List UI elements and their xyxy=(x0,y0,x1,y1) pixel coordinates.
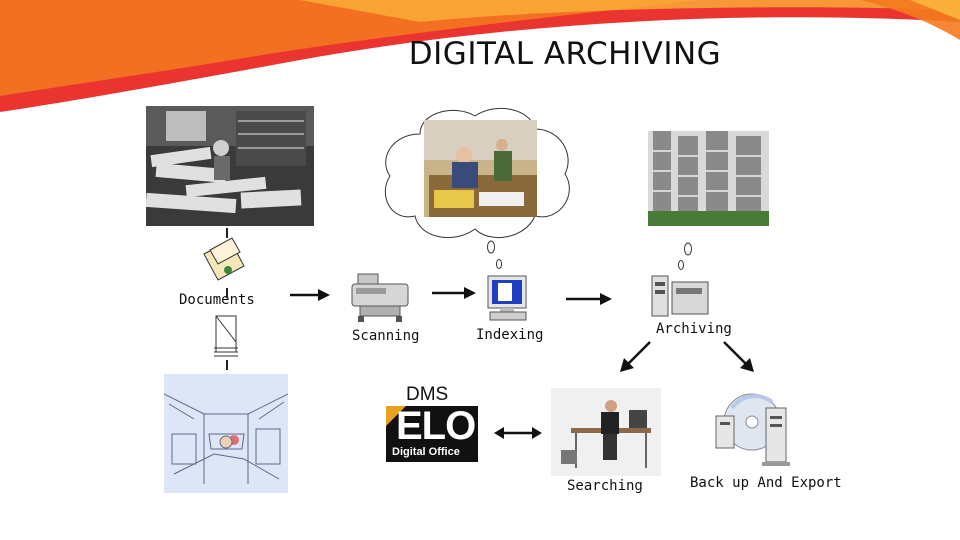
left-connector-ticks xyxy=(226,228,228,370)
logo-dms-text: DMS xyxy=(406,384,449,405)
scanner-icon xyxy=(351,273,409,322)
thought-bubble-small xyxy=(487,240,495,254)
slide-title: DIGITAL ARCHIVING xyxy=(408,36,722,72)
office-sketch-illustration xyxy=(164,374,288,493)
elo-logo: DMS ELO Digital Office xyxy=(386,384,478,462)
label-archiving: Archiving xyxy=(656,321,732,337)
archive-server-icon xyxy=(651,275,709,317)
arrow-to-searching xyxy=(620,341,651,372)
document-folder-icon xyxy=(203,237,245,281)
arrow-to-scanning xyxy=(290,289,330,301)
logo-digital-office-text: Digital Office xyxy=(392,446,460,458)
thought-bubble-tiny xyxy=(496,259,502,269)
label-searching: Searching xyxy=(567,478,643,494)
arrow-to-backup xyxy=(723,341,754,372)
arrow-to-indexing xyxy=(432,287,476,299)
archive-thought-bubble-tiny xyxy=(678,260,684,270)
indexing-photo xyxy=(424,120,537,217)
label-indexing: Indexing xyxy=(476,327,544,343)
logo-elo-text: ELO xyxy=(396,404,476,448)
header-swoosh xyxy=(0,0,960,112)
archive-shelves-photo xyxy=(648,131,769,226)
paper-stack-icon xyxy=(214,315,238,357)
bidirectional-arrow xyxy=(494,427,542,439)
messy-office-photo xyxy=(146,106,314,226)
label-scanning: Scanning xyxy=(352,328,420,344)
computer-monitor-icon xyxy=(487,275,527,321)
label-documents: Documents xyxy=(179,292,255,308)
backup-cd-server-icon xyxy=(715,393,790,466)
searching-desk-photo xyxy=(551,388,661,476)
arrow-to-archiving xyxy=(566,293,612,305)
logo-black-box: ELO Digital Office xyxy=(386,404,478,462)
archive-thought-bubble xyxy=(684,242,692,256)
label-backup-export: Back up And Export xyxy=(690,475,842,491)
